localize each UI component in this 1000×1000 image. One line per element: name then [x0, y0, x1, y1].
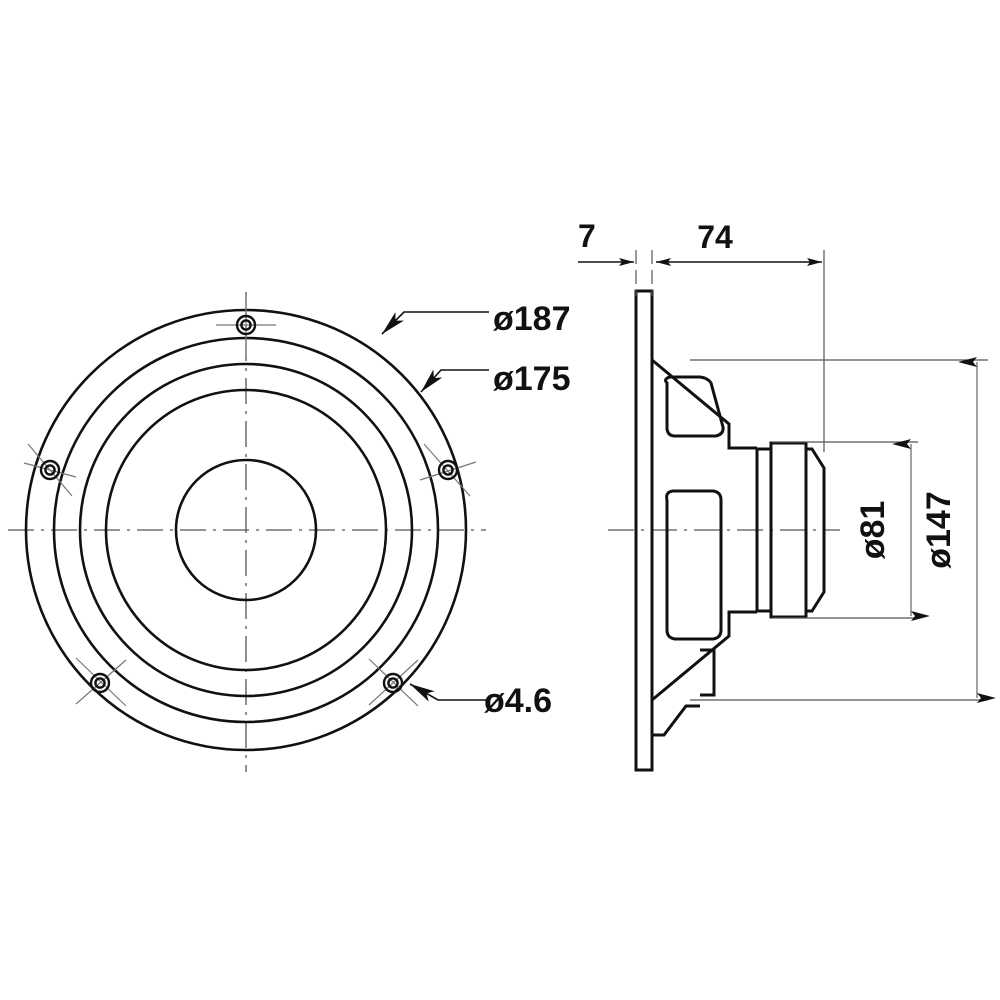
- dim-label-mounting-depth: 74: [697, 219, 733, 255]
- mounting-hole-top-outer-ring: [235, 314, 257, 336]
- mounting-hole-bl-outer-ring: [89, 672, 111, 694]
- mounting-hole-right-crosshair-b: [419, 461, 477, 481]
- basket-terminal-bracket: [700, 648, 716, 697]
- dim-label-cone-diameter: ø147: [920, 491, 958, 569]
- leader-outer-frame-line: [381, 311, 489, 335]
- mounting-hole-left-inner-ring: [44, 464, 56, 476]
- dim-label-magnet-diameter: ø81: [854, 501, 892, 560]
- side-view: 7 74 ø81 ø147: [578, 218, 996, 772]
- dim-label-flange-thickness: 7: [578, 218, 596, 254]
- mounting-hole-bl-inner-ring: [94, 677, 106, 689]
- mounting-hole-left: [23, 443, 77, 497]
- leader-mounting-hole-diameter: [409, 683, 489, 702]
- leader-mounting-hole-line: [409, 683, 489, 702]
- basket-window-upper: [664, 375, 725, 438]
- dim-label-outer-frame-diameter: ø187: [493, 300, 571, 338]
- mounting-hole-left-outer-ring: [39, 459, 61, 481]
- mounting-hole-right: [419, 443, 477, 497]
- dim-label-bolt-circle-diameter: ø175: [493, 360, 571, 398]
- mounting-hole-top-inner-ring: [240, 319, 252, 331]
- basket-lower-profile: [651, 610, 757, 702]
- basket-upper-profile: [651, 358, 757, 450]
- mounting-hole-right-inner-ring: [442, 464, 454, 476]
- mounting-hole-top: [216, 296, 276, 355]
- cone-outer-circle: [104, 388, 388, 672]
- surround-outer-circle: [78, 362, 414, 698]
- basket-window-lower: [665, 489, 723, 641]
- mounting-hole-right-outer-ring: [437, 459, 459, 481]
- vertical-dimension-group: ø81 ø147: [690, 357, 996, 703]
- mounting-flange-plate: [634, 289, 654, 772]
- leader-outer-frame-diameter: [381, 311, 489, 335]
- front-view: ø187 ø175 ø4.6: [8, 292, 571, 772]
- mounting-hole-br-crosshair-b: [368, 659, 419, 706]
- mounting-hole-right-crosshair-a: [423, 443, 471, 497]
- mounting-hole-br-inner-ring: [387, 677, 399, 689]
- horizontal-dimension-group: 7 74: [578, 218, 825, 452]
- dim-label-mounting-hole-diameter: ø4.6: [484, 682, 552, 720]
- magnet-body: [769, 441, 808, 619]
- leader-bolt-circle-diameter: [420, 369, 489, 393]
- mounting-hole-br-outer-ring: [382, 672, 404, 694]
- basket-rear-leg: [652, 704, 700, 737]
- mounting-hole-left-crosshair-b: [23, 462, 77, 478]
- magnet-back-plate: [804, 447, 826, 613]
- mounting-hole-bl-crosshair-b: [75, 659, 127, 705]
- mounting-hole-bottom-right: [368, 658, 419, 707]
- leader-bolt-circle-line: [420, 369, 489, 393]
- front-view-centerlines: [8, 292, 486, 772]
- mounting-hole-bottom-left: [75, 657, 127, 707]
- dust-cap-circle: [174, 458, 318, 602]
